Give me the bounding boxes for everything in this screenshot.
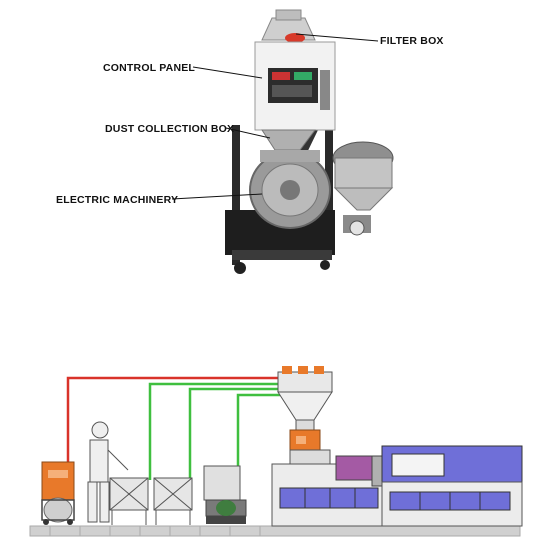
- filter-box-label: FILTER BOX: [380, 35, 444, 47]
- green-pipe-1: [148, 382, 302, 480]
- green-pipe-2: [188, 387, 318, 480]
- worker-figure: [87, 421, 129, 523]
- material-bin-2: [153, 477, 193, 525]
- injection-molding-machine: [271, 445, 523, 527]
- electric-machinery-label: ELECTRIC MACHINERY: [56, 194, 179, 206]
- granulator: [203, 465, 247, 524]
- dust-collection-box-label: DUST COLLECTION BOX: [105, 123, 235, 135]
- control-panel-label: CONTROL PANEL: [103, 62, 196, 74]
- orange-loader: [41, 461, 75, 525]
- brick-floor: [29, 525, 521, 537]
- hopper-loaders: [277, 366, 333, 453]
- material-bin-1: [109, 477, 149, 525]
- red-pipe: [66, 376, 286, 468]
- process-illustration: [29, 366, 523, 537]
- vacuum-loader-photo: [171, 9, 394, 274]
